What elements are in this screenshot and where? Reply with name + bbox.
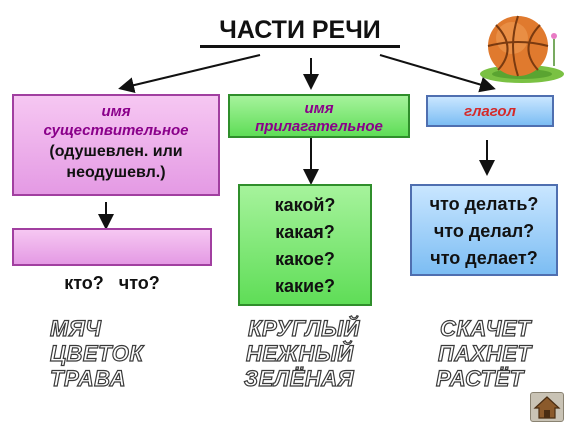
noun-note-line1: (одушевлен. или <box>49 143 183 160</box>
noun-example-2: ЦВЕТОК <box>49 340 144 366</box>
adjective-question-4: какие? <box>274 276 336 296</box>
verb-example-3: РАСТЁТ <box>435 365 524 391</box>
arrow-to-verb <box>379 54 496 93</box>
noun-note-line2: неодушевл.) <box>66 164 166 181</box>
verb-examples: СКАЧЕТ ПАХНЕТ РАСТЁТ <box>435 315 566 391</box>
adjective-questions-box: какой? какая? какое? какие? <box>238 184 372 306</box>
noun-example-1: МЯЧ <box>49 315 102 341</box>
noun-questions-box: кто? что? <box>12 228 212 293</box>
noun-box: имя существительное (одушевлен. или неод… <box>12 94 220 196</box>
verb-example-2: ПАХНЕТ <box>437 340 532 366</box>
noun-questions: кто? что? <box>64 273 160 293</box>
adjective-label-line1: имя <box>304 100 334 117</box>
adjective-question-1: какой? <box>274 195 336 215</box>
basketball-icon <box>480 15 564 83</box>
noun-example-3: ТРАВА <box>49 365 127 391</box>
verb-questions-box: что делать? что делал? что делает? <box>410 184 558 276</box>
noun-label-line1: имя <box>101 103 131 120</box>
adjective-label-line2: прилагательное <box>255 118 383 135</box>
verb-question-2: что делал? <box>433 221 535 241</box>
verb-question-1: что делать? <box>429 194 539 214</box>
adjective-question-2: какая? <box>275 222 335 242</box>
diagram-title: ЧАСТИ РЕЧИ <box>200 16 400 48</box>
noun-examples: МЯЧ ЦВЕТОК ТРАВА <box>49 315 200 391</box>
noun-label-line2: существительное <box>43 122 189 139</box>
home-icon <box>533 396 561 419</box>
adjective-example-3: ЗЕЛЁНАЯ <box>243 365 355 391</box>
adjective-example-1: КРУГЛЫЙ <box>247 315 360 341</box>
adjective-question-3: какое? <box>275 249 335 269</box>
arrow-to-noun <box>118 54 261 93</box>
home-button[interactable] <box>530 392 564 422</box>
verb-example-1: СКАЧЕТ <box>439 315 531 341</box>
adjective-example-2: НЕЖНЫЙ <box>245 340 354 366</box>
verb-box: глагол <box>426 95 554 127</box>
adjective-examples: КРУГЛЫЙ НЕЖНЫЙ ЗЕЛЁНАЯ <box>243 315 394 391</box>
verb-label: глагол <box>464 103 516 120</box>
verb-question-3: что делает? <box>430 248 538 268</box>
adjective-box: имя прилагательное <box>228 94 410 138</box>
